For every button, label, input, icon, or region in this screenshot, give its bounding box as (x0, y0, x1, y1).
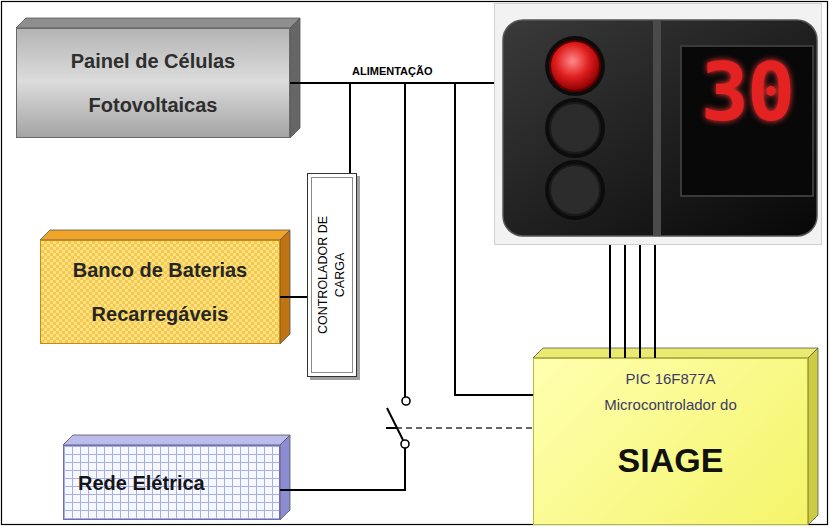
power-wire (624, 245, 626, 358)
solar-panel-box: Painel de Células Fotovoltaicas (16, 28, 290, 138)
box-top-face (16, 18, 300, 28)
box-top-face (40, 230, 290, 240)
box-side-face (290, 18, 300, 138)
chip-label: PIC 16F877A Microcontrolador do (581, 366, 761, 419)
power-grid-box: Rede Elétrica (63, 445, 280, 520)
lamp-rim (545, 98, 605, 158)
traffic-light: 30 (494, 3, 822, 245)
lamp-rim (545, 36, 605, 96)
wire-label: ALIMENTAÇÃO (350, 65, 434, 77)
power-wire (280, 296, 307, 298)
countdown-display (681, 46, 813, 196)
power-wire (290, 83, 350, 173)
power-wire (609, 245, 611, 358)
switch-lever (386, 427, 397, 429)
lamp-off (550, 165, 600, 215)
box-3d-faces (16, 18, 818, 525)
switch-contact (401, 440, 409, 448)
housing (503, 20, 817, 236)
switch-blade (387, 408, 403, 440)
lamp-rim (545, 160, 605, 220)
power-wire (280, 83, 494, 490)
microcontroller-box: PIC 16F877A Microcontrolador do SIAGE (533, 358, 808, 525)
power-wire (639, 245, 641, 358)
power-wire (654, 245, 656, 358)
housing-divider (653, 20, 661, 236)
panel-label: Painel de Células Fotovoltaicas (48, 39, 258, 127)
lamp-off (550, 103, 600, 153)
box-top-face (63, 435, 290, 445)
box-side-face (280, 230, 290, 344)
battery-bank-box: Banco de Baterias Recarregáveis (40, 240, 280, 344)
switch-contact (402, 397, 410, 405)
battery-label: Banco de Baterias Recarregáveis (60, 248, 260, 336)
grid-label: Rede Elétrica (78, 470, 205, 496)
box-top-face (533, 348, 818, 358)
red-lamp-lit (550, 41, 600, 91)
system-name: SIAGE (618, 441, 724, 480)
charge-controller-box: CONTROLADOR DE CARGA (307, 173, 357, 377)
box-side-face (808, 348, 818, 525)
control-dashed-line (396, 427, 533, 429)
switch-gap (394, 404, 416, 440)
countdown-digits: 30 (681, 46, 813, 196)
box-side-face (280, 435, 290, 520)
controller-label: CONTROLADOR DE CARGA (315, 205, 349, 345)
